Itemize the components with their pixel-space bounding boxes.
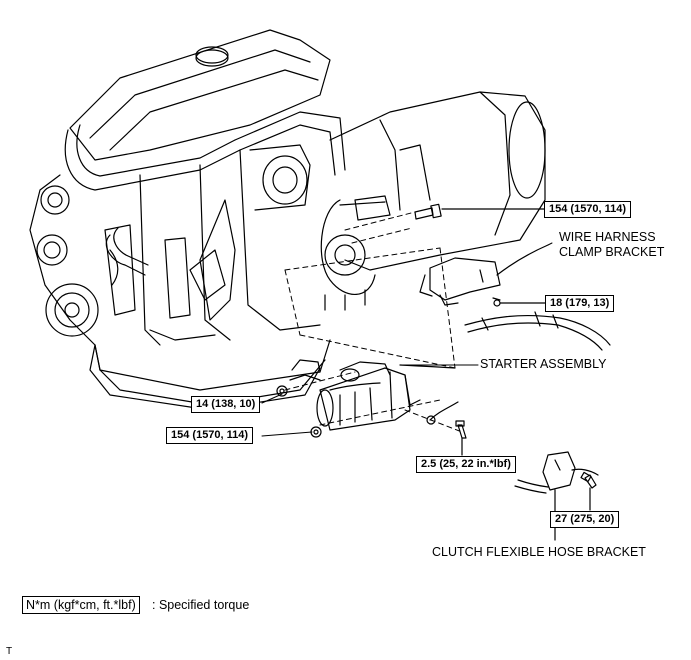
- legend-description: : Specified torque: [152, 598, 250, 612]
- torque-label-mount-bolt-upper: 154 (1570, 114): [544, 201, 632, 218]
- torque-label-terminal-nut: 14 (138, 10): [191, 396, 261, 413]
- starter-assembly-part: [276, 359, 467, 456]
- corner-code: T: [6, 646, 13, 657]
- explode-lines: [284, 211, 463, 433]
- leader-lines: [261, 242, 553, 437]
- torque-label-mount-nut-lower: 154 (1570, 114): [166, 427, 254, 444]
- torque-label-small-nut: 2.5 (25, 22 in.*lbf): [416, 456, 516, 473]
- legend-unit-box: N*m (kgf*cm, ft.*lbf): [22, 596, 140, 614]
- clutch-flexible-hose-bracket-part: [514, 451, 599, 541]
- torque-label-clamp-bolt: 18 (179, 13): [545, 295, 615, 312]
- wire-harness-clamp-bracket: [419, 244, 611, 351]
- transmission-housing: [320, 91, 546, 311]
- mount-bolt-upper: [414, 203, 546, 220]
- engine-block: [29, 29, 346, 411]
- starter-assembly-label: STARTER ASSEMBLY: [480, 357, 607, 371]
- wire-harness-clamp-bracket-label-line1: WIRE HARNESS: [559, 230, 656, 244]
- clutch-flexible-hose-bracket-label: CLUTCH FLEXIBLE HOSE BRACKET: [432, 545, 646, 559]
- torque-label-hose-bracket-bolt: 27 (275, 20): [550, 511, 620, 528]
- wire-harness-clamp-bracket-label-line2: CLAMP BRACKET: [559, 245, 665, 259]
